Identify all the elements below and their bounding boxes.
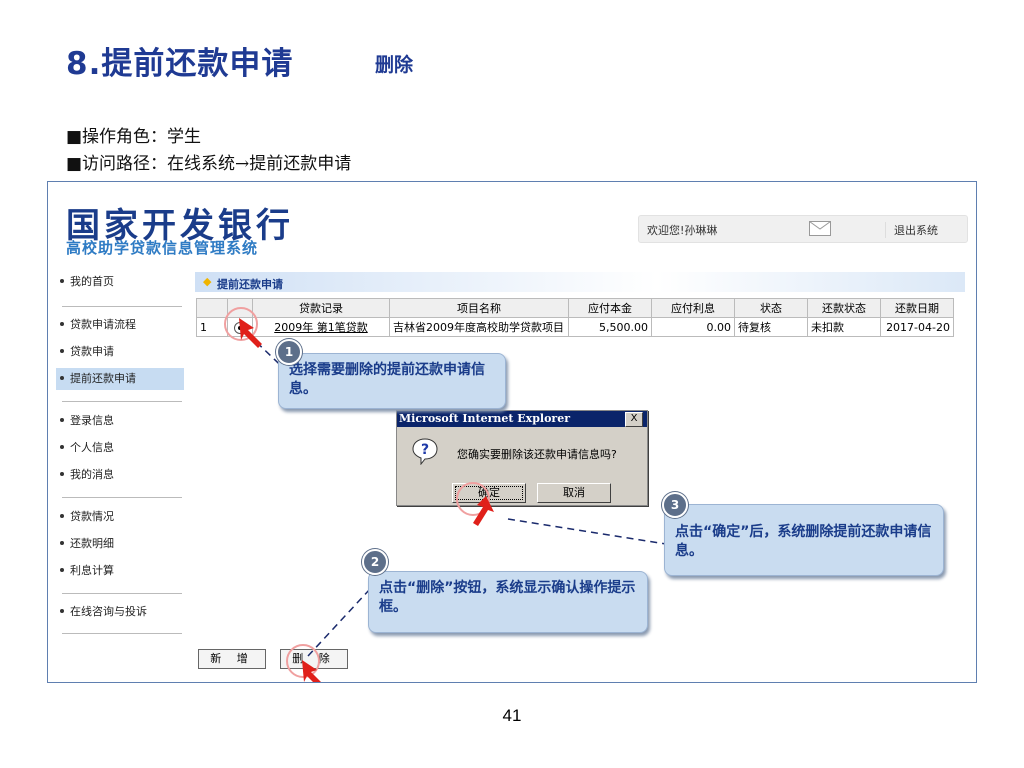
step-badge-3: 3: [662, 492, 688, 518]
sidebar-item-loan-process[interactable]: 贷款申请流程: [56, 314, 184, 336]
sidebar-divider: [62, 593, 182, 594]
mail-icon[interactable]: [809, 221, 831, 236]
table-header-row: 贷款记录 项目名称 应付本金 应付利息 状态 还款状态 还款日期: [196, 298, 954, 318]
panel-header: ◆ 提前还款申请: [195, 272, 965, 292]
sidebar-item-messages[interactable]: 我的消息: [56, 464, 184, 486]
slide-subtitle: 删除: [375, 54, 414, 76]
add-button[interactable]: 新 增: [198, 649, 266, 669]
step-badge-2: 2: [362, 549, 388, 575]
dialog-message: 您确实要删除该还款申请信息吗?: [457, 448, 617, 461]
callout-step-3: 点击“确定”后，系统删除提前还款申请信息。: [664, 504, 944, 576]
sidebar-item-personal-info[interactable]: 个人信息: [56, 437, 184, 459]
sidebar-item-interest-calc[interactable]: 利息计算: [56, 560, 184, 582]
sidebar-divider: [62, 633, 182, 634]
sidebar-divider: [62, 306, 182, 307]
loan-record-link[interactable]: 2009年 第1笔贷款: [274, 321, 368, 334]
sidebar-item-consult[interactable]: 在线咨询与投诉: [56, 601, 184, 623]
principal-cell: 5,500.00: [568, 317, 652, 337]
highlight-circle: [286, 644, 320, 678]
table-row[interactable]: 1 2009年 第1笔贷款 吉林省2009年度高校助学贷款项目 5,500.00…: [196, 317, 954, 337]
sidebar-item-home[interactable]: 我的首页: [56, 271, 184, 293]
sidebar-item-login-info[interactable]: 登录信息: [56, 410, 184, 432]
annotation-overlay: [239, 318, 667, 682]
repay-date-cell: 2017-04-20: [880, 317, 954, 337]
early-repayment-table: 贷款记录 项目名称 应付本金 应付利息 状态 还款状态 还款日期 1 2009年…: [196, 298, 954, 337]
logout-link[interactable]: 退出系统: [885, 222, 938, 238]
logo-subtitle: 高校助学贷款信息管理系统: [66, 239, 259, 257]
highlight-circle: [456, 482, 490, 516]
question-icon: ?: [412, 438, 438, 465]
column-header: 贷款记录: [252, 298, 390, 318]
app-screenshot: 国家开发银行 高校助学贷款信息管理系统 欢迎您!孙琳琳 退出系统 我的首页 贷款…: [47, 181, 977, 683]
pointer-arrow-icon: [473, 496, 494, 526]
dialog-cancel-button[interactable]: 取消: [537, 483, 611, 503]
dialog-title: Microsoft Internet Explorer: [399, 412, 571, 425]
pointer-arrow-icon: [239, 318, 262, 348]
svg-text:?: ?: [421, 442, 429, 458]
panel-title: 提前还款申请: [217, 278, 283, 291]
status-cell: 待复核: [734, 317, 808, 337]
confirm-dialog: Microsoft Internet Explorer X ? 您确实要删除该还…: [396, 410, 648, 506]
bullet-path: ■访问路径：在线系统→提前还款申请: [66, 154, 352, 174]
dialog-titlebar[interactable]: Microsoft Internet Explorer X: [397, 411, 647, 427]
bullet-role: ■操作角色：学生: [66, 127, 202, 147]
sidebar-divider: [62, 401, 182, 402]
slide-title: 8.提前还款申请: [66, 46, 294, 82]
page-number: 41: [502, 706, 522, 725]
sidebar-item-early-repayment[interactable]: 提前还款申请: [56, 368, 184, 390]
project-name: 吉林省2009年度高校助学贷款项目: [389, 317, 569, 337]
callout-step-1: 选择需要删除的提前还款申请信息。: [278, 353, 506, 409]
column-header: 还款状态: [807, 298, 881, 318]
logo-title: 国家开发银行: [66, 206, 294, 246]
column-header: 状态: [734, 298, 808, 318]
sidebar-item-loan-apply[interactable]: 贷款申请: [56, 341, 184, 363]
sidebar-item-repayment-detail[interactable]: 还款明细: [56, 533, 184, 555]
sidebar-item-loan-status[interactable]: 贷款情况: [56, 506, 184, 528]
pointer-arrow-icon: [302, 660, 321, 682]
row-index: 1: [196, 317, 228, 337]
sidebar-divider: [62, 497, 182, 498]
column-header: 应付利息: [651, 298, 735, 318]
star-icon: ◆: [203, 275, 212, 288]
callout-step-2: 点击“删除”按钮，系统显示确认操作提示框。: [368, 571, 648, 633]
dialog-close-button[interactable]: X: [625, 412, 643, 427]
welcome-text: 欢迎您!孙琳琳: [647, 224, 718, 237]
step-badge-1: 1: [276, 339, 302, 365]
top-user-bar: 欢迎您!孙琳琳 退出系统: [638, 215, 968, 243]
